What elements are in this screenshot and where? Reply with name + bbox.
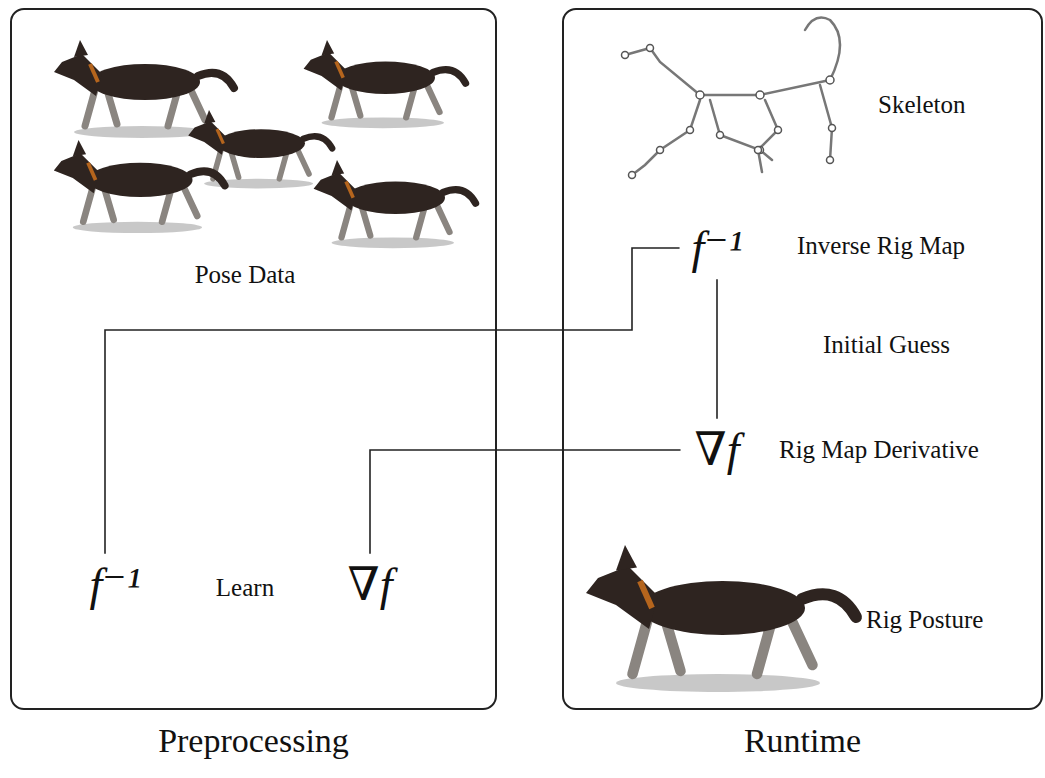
annotation-label: Skeleton	[878, 90, 966, 120]
connector-line	[370, 450, 681, 554]
panel-title: Preprocessing	[12, 722, 495, 760]
dog-rig-posture	[586, 545, 856, 692]
math-symbol: ∇f	[340, 558, 401, 613]
dog-pose	[54, 140, 225, 233]
math-symbol-text: ∇f	[695, 425, 740, 476]
connector-line	[105, 248, 680, 554]
annotation-label: Rig Map Derivative	[779, 435, 979, 465]
dog-pose	[314, 160, 476, 248]
math-symbol: ∇f	[687, 423, 748, 478]
annotation-label: Inverse Rig Map	[797, 231, 965, 261]
math-symbol-text: f⁻¹	[90, 560, 141, 611]
stage-panel: Preprocessingf⁻¹∇f	[10, 8, 497, 710]
skeleton-figure	[622, 18, 841, 179]
annotation-label: Learn	[216, 573, 274, 603]
stage-panel: Runtimef⁻¹∇f	[562, 8, 1043, 710]
math-symbol-text: ∇f	[348, 560, 393, 611]
dog-pose	[188, 110, 332, 188]
annotation-label: Pose Data	[195, 260, 296, 290]
annotation-label: Initial Guess	[823, 330, 950, 360]
dog-pose	[304, 40, 466, 128]
math-symbol: f⁻¹	[82, 558, 149, 613]
panel-title: Runtime	[564, 722, 1041, 760]
math-symbol-text: f⁻¹	[692, 223, 743, 274]
annotation-label: Rig Posture	[866, 605, 983, 635]
connector-line	[716, 279, 718, 418]
math-symbol: f⁻¹	[684, 221, 751, 276]
